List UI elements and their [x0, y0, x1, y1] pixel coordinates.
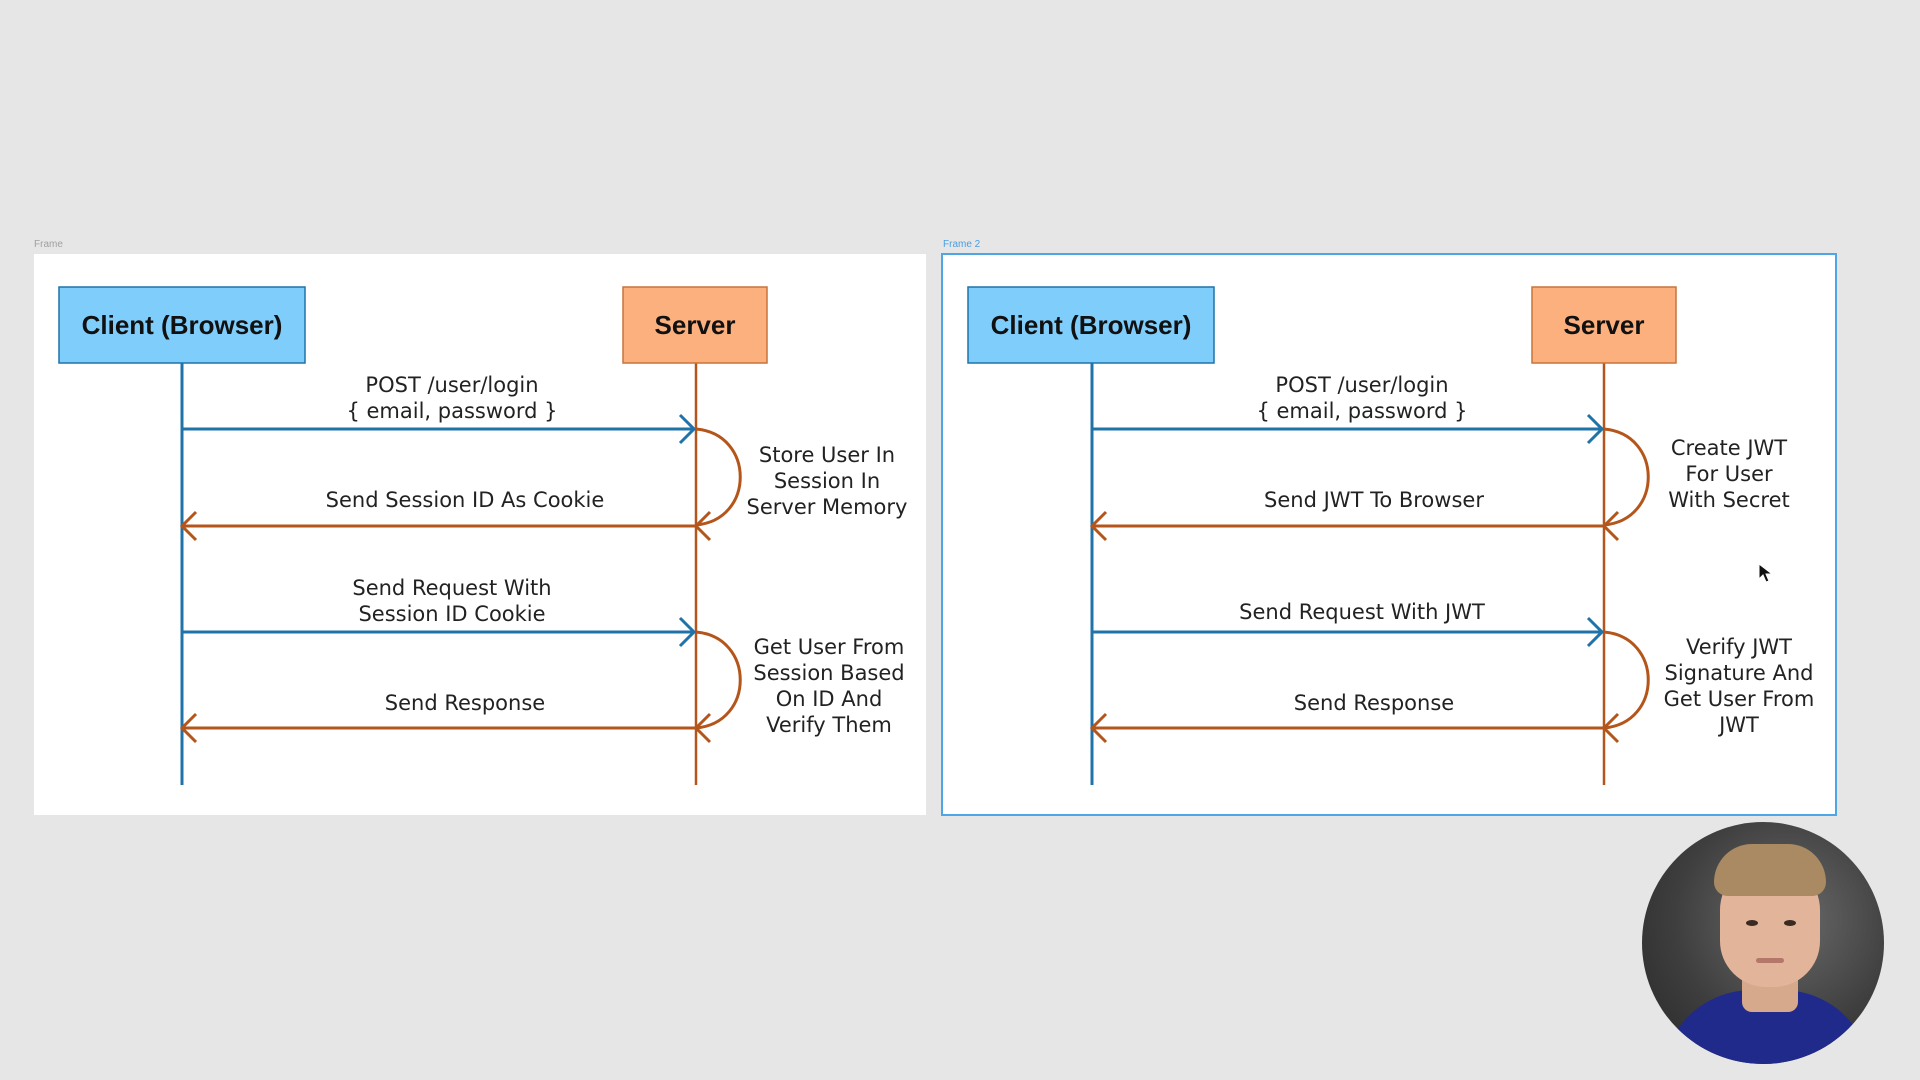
server-note-line: Verify Them	[766, 713, 892, 737]
client-box[interactable]: Client (Browser)	[58, 286, 306, 364]
server-note-line: Store User In	[759, 443, 895, 467]
presenter-eye	[1746, 920, 1758, 926]
server-box[interactable]: Server	[1531, 286, 1677, 364]
client-box[interactable]: Client (Browser)	[967, 286, 1215, 364]
server-note-line: Signature And	[1665, 661, 1814, 685]
server-note-line: Server Memory	[747, 495, 908, 519]
message-label: Send JWT To Browser	[1264, 488, 1484, 512]
frame-1-label[interactable]: Frame	[34, 239, 63, 250]
presenter-mouth	[1756, 958, 1784, 963]
message-label: { email, password }	[346, 399, 557, 423]
processing-loop	[695, 630, 742, 730]
response-arrow	[179, 712, 712, 744]
message-label: POST /user/login	[365, 373, 538, 397]
server-box-label: Server	[1564, 310, 1645, 340]
message-label: Session ID Cookie	[358, 602, 545, 626]
message-label: Send Session ID As Cookie	[326, 488, 605, 512]
server-note-line: On ID And	[776, 687, 883, 711]
message-label: POST /user/login	[1275, 373, 1448, 397]
request-arrow	[182, 616, 697, 648]
server-note-line: JWT	[1717, 713, 1759, 737]
server-note-line: Create JWT	[1671, 436, 1787, 460]
client-box-label: Client (Browser)	[991, 310, 1192, 340]
jwt-diagram: Client (Browser) Server POST /user/login…	[967, 286, 1815, 785]
processing-loop	[695, 427, 742, 527]
request-arrow	[1092, 616, 1605, 648]
presenter-webcam-icon	[1642, 822, 1884, 1064]
server-note-line: Session Based	[753, 661, 904, 685]
response-arrow	[179, 510, 712, 542]
request-arrow	[182, 413, 697, 445]
client-box-label: Client (Browser)	[82, 310, 283, 340]
server-note-line: With Secret	[1668, 488, 1789, 512]
frame-2-label[interactable]: Frame 2	[943, 239, 981, 250]
presenter-hair	[1714, 844, 1826, 896]
server-box-label: Server	[655, 310, 736, 340]
message-label: { email, password }	[1256, 399, 1467, 423]
response-arrow	[1089, 510, 1620, 542]
message-label: Send Response	[1294, 691, 1454, 715]
mouse-cursor-icon	[1758, 562, 1774, 583]
presenter-eye	[1784, 920, 1796, 926]
message-label: Send Request With JWT	[1239, 600, 1485, 624]
request-arrow	[1092, 413, 1605, 445]
response-arrow	[1089, 712, 1620, 744]
server-box[interactable]: Server	[622, 286, 768, 364]
server-note-line: Verify JWT	[1686, 635, 1792, 659]
message-label: Send Request With	[352, 576, 551, 600]
server-note-line: Session In	[774, 469, 880, 493]
message-label: Send Response	[385, 691, 545, 715]
server-note-line: Get User From	[754, 635, 905, 659]
server-note-line: For User	[1685, 462, 1773, 486]
processing-loop	[1603, 427, 1650, 527]
processing-loop	[1603, 630, 1650, 730]
server-note-line: Get User From	[1664, 687, 1815, 711]
session-diagram: Client (Browser) Server POST /user/login…	[58, 286, 908, 785]
